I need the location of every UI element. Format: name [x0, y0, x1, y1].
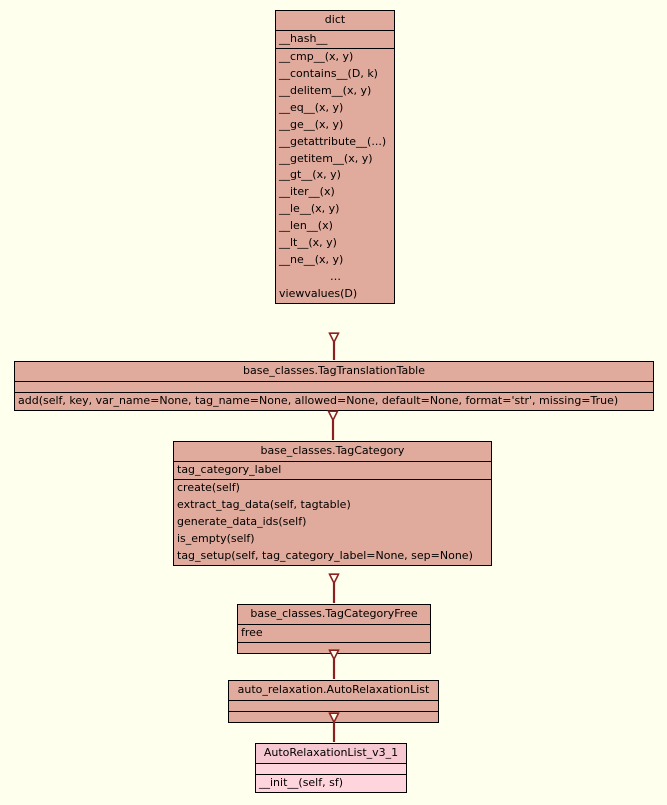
class-box-auto-relaxation-list-v3-1[interactable]: AutoRelaxationList_v3_1 __init__(self, s…	[255, 743, 407, 793]
class-name-dict: dict	[324, 13, 346, 26]
method-row: __le__(x, y)	[279, 202, 340, 216]
class-name-auto-relaxation-list: auto_relaxation.AutoRelaxationList	[237, 683, 430, 696]
methods-compartment: create(self) extract_tag_data(self, tagt…	[174, 478, 491, 565]
class-name-compartment: base_classes.TagCategory	[174, 442, 491, 461]
attributes-compartment: __hash__	[276, 29, 394, 48]
class-name-compartment: dict	[276, 11, 394, 30]
class-name-compartment: AutoRelaxationList_v3_1	[256, 744, 406, 763]
class-box-dict[interactable]: dict __hash__ __cmp__(x, y) __contains__…	[275, 10, 395, 304]
method-row: __init__(self, sf)	[259, 775, 344, 789]
methods-compartment	[238, 641, 430, 653]
attributes-compartment	[229, 699, 438, 711]
method-row-empty	[229, 712, 438, 722]
method-row: __ne__(x, y)	[279, 253, 344, 267]
method-row: viewvalues(D)	[279, 287, 358, 300]
method-row-ellipsis: …	[330, 270, 341, 284]
attribute-row: __hash__	[279, 31, 328, 45]
method-row: __ge__(x, y)	[279, 117, 344, 131]
methods-compartment	[229, 710, 438, 722]
method-row: __gt__(x, y)	[279, 168, 341, 182]
class-name-compartment: base_classes.TagTranslationTable	[15, 362, 653, 381]
class-name-compartment: base_classes.TagCategoryFree	[238, 605, 430, 624]
attributes-compartment	[256, 762, 406, 774]
method-row: create(self)	[177, 480, 240, 494]
attribute-row: tag_category_label	[177, 462, 282, 476]
method-row: __iter__(x)	[279, 185, 335, 199]
class-box-tag-category[interactable]: base_classes.TagCategory tag_category_la…	[173, 441, 492, 566]
attributes-compartment	[15, 380, 653, 392]
method-row: __delitem__(x, y)	[279, 83, 372, 97]
attribute-row-empty	[256, 764, 406, 774]
method-row: add(self, key, var_name=None, tag_name=N…	[18, 393, 619, 407]
method-row: tag_setup(self, tag_category_label=None,…	[177, 548, 473, 562]
method-row: __contains__(D, k)	[279, 66, 378, 80]
methods-compartment: __init__(self, sf)	[256, 773, 406, 792]
method-row: __getattribute__(...)	[279, 134, 387, 148]
method-row: __eq__(x, y)	[279, 100, 344, 114]
class-name-auto-relaxation-list-v3-1: AutoRelaxationList_v3_1	[256, 744, 406, 763]
methods-compartment: __cmp__(x, y) __contains__(D, k) __delit…	[276, 47, 394, 303]
class-box-auto-relaxation-list[interactable]: auto_relaxation.AutoRelaxationList	[228, 680, 439, 723]
class-box-tag-category-free[interactable]: base_classes.TagCategoryFree free	[237, 604, 431, 654]
attributes-compartment: tag_category_label	[174, 460, 491, 479]
class-name-tag-translation-table: base_classes.TagTranslationTable	[242, 364, 426, 377]
class-box-tag-translation-table[interactable]: base_classes.TagTranslationTable add(sel…	[14, 361, 654, 411]
attribute-row-empty	[15, 382, 653, 392]
method-row: __getitem__(x, y)	[279, 151, 373, 165]
attribute-row-empty	[229, 701, 438, 711]
attributes-compartment: free	[238, 623, 430, 642]
method-row: __len__(x)	[279, 219, 333, 233]
method-row: extract_tag_data(self, tagtable)	[177, 497, 351, 511]
method-row-empty	[238, 643, 430, 653]
method-row: is_empty(self)	[177, 531, 255, 545]
method-row: __lt__(x, y)	[279, 236, 337, 250]
attribute-row: free	[241, 625, 263, 639]
method-row: __cmp__(x, y)	[279, 49, 354, 63]
class-name-compartment: auto_relaxation.AutoRelaxationList	[229, 681, 438, 700]
class-name-tag-category: base_classes.TagCategory	[260, 444, 405, 457]
method-row: generate_data_ids(self)	[177, 514, 307, 528]
methods-compartment: add(self, key, var_name=None, tag_name=N…	[15, 391, 653, 410]
class-name-tag-category-free: base_classes.TagCategoryFree	[250, 607, 418, 620]
